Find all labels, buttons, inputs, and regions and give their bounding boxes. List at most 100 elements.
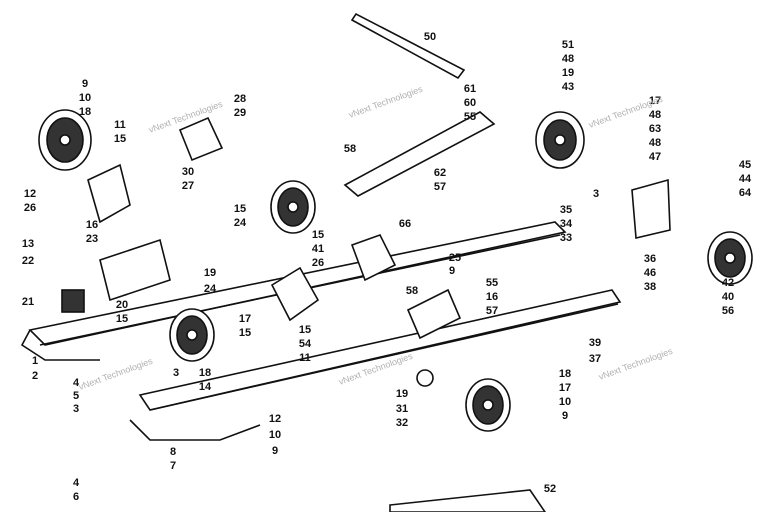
part-19-lower: [416, 369, 434, 387]
callout-17: 17: [559, 382, 571, 394]
callout-44: 44: [739, 173, 752, 185]
callout-26: 26: [312, 257, 324, 269]
callout-16: 16: [486, 291, 498, 303]
diagram-artwork: [20, 12, 753, 512]
right-rail: [138, 289, 622, 411]
callout-63: 63: [649, 123, 661, 135]
callout-4: 4: [73, 477, 80, 489]
part-52: [389, 489, 546, 512]
callout-21: 21: [22, 296, 34, 308]
callout-55: 55: [464, 111, 476, 123]
watermark-text: vNext Technologies: [347, 84, 424, 120]
callout-15: 15: [116, 313, 128, 325]
callout-16: 16: [86, 219, 98, 231]
callout-45: 45: [739, 159, 751, 171]
callout-14: 14: [199, 381, 212, 393]
bracket-26: [270, 266, 320, 322]
callout-10: 10: [79, 92, 91, 104]
callout-15: 15: [239, 327, 251, 339]
callout-12: 12: [24, 188, 36, 200]
callout-15: 15: [312, 229, 324, 241]
arm-55: [343, 111, 496, 197]
callout-11: 11: [114, 119, 126, 131]
callout-51: 51: [562, 39, 574, 51]
watermark-text: vNext Technologies: [77, 356, 154, 392]
callout-19: 19: [562, 67, 574, 79]
bracket-23: [99, 238, 171, 302]
callout-9: 9: [562, 410, 568, 422]
callout-61: 61: [464, 83, 476, 95]
callout-18: 18: [79, 106, 91, 118]
callout-66: 66: [399, 218, 411, 230]
callout-26: 26: [24, 202, 36, 214]
shaft-50: [350, 12, 466, 80]
callout-24: 24: [234, 217, 247, 229]
bracket-45: [631, 178, 671, 239]
wheel-top-left: [38, 109, 92, 171]
callout-58: 58: [406, 285, 418, 297]
watermark-text: vNext Technologies: [597, 346, 674, 382]
callout-19: 19: [204, 267, 216, 279]
callout-11: 11: [299, 352, 311, 364]
callout-2: 2: [32, 370, 38, 382]
callout-9: 9: [449, 265, 455, 277]
callout-18: 18: [199, 367, 211, 379]
callout-56: 56: [722, 305, 734, 317]
callout-60: 60: [464, 97, 476, 109]
callout-57: 57: [434, 181, 446, 193]
callout-22: 22: [22, 255, 34, 267]
callout-15: 15: [114, 133, 126, 145]
callout-19: 19: [396, 388, 408, 400]
callout-10: 10: [559, 396, 571, 408]
callout-12: 12: [269, 413, 281, 425]
callout-50: 50: [424, 31, 436, 43]
callout-3: 3: [73, 403, 79, 415]
callout-55: 55: [486, 277, 498, 289]
callout-47: 47: [649, 151, 661, 163]
callout-46: 46: [644, 267, 656, 279]
callout-31: 31: [396, 403, 408, 415]
callout-39: 39: [589, 337, 601, 349]
callout-15: 15: [299, 324, 311, 336]
callout-32: 32: [396, 417, 408, 429]
callout-30: 30: [182, 166, 194, 178]
callout-28: 28: [234, 93, 246, 105]
callout-40: 40: [722, 291, 734, 303]
callout-27: 27: [182, 180, 194, 192]
callout-9: 9: [82, 78, 88, 90]
wheel-mid: [270, 180, 316, 234]
callout-36: 36: [644, 253, 656, 265]
callout-1: 1: [32, 355, 38, 367]
bracket-16: [87, 163, 131, 224]
callout-10: 10: [269, 429, 281, 441]
callout-58: 58: [344, 143, 356, 155]
callout-17: 17: [239, 313, 251, 325]
callout-34: 34: [560, 218, 573, 230]
callout-48: 48: [562, 53, 574, 65]
callout-20: 20: [116, 299, 128, 311]
callout-38: 38: [644, 281, 656, 293]
block-55-lower: [406, 288, 462, 340]
bracket-28: [178, 116, 224, 162]
callout-23: 23: [86, 233, 98, 245]
callout-4: 4: [73, 377, 80, 389]
bracket-41: [350, 234, 397, 282]
callout-25: 25: [449, 252, 461, 264]
callout-37: 37: [589, 353, 601, 365]
callout-35: 35: [560, 204, 572, 216]
callout-13: 13: [22, 238, 34, 250]
callout-64: 64: [739, 187, 752, 199]
callout-17: 17: [649, 95, 661, 107]
callout-9: 9: [272, 445, 278, 457]
callout-7: 7: [170, 460, 176, 472]
callout-15: 15: [234, 203, 246, 215]
callout-54: 54: [299, 338, 312, 350]
ski-tip-left: [20, 329, 100, 361]
callout-18: 18: [559, 368, 571, 380]
callout-41: 41: [312, 243, 324, 255]
callout-3: 3: [173, 367, 179, 379]
callout-48: 48: [649, 109, 661, 121]
callout-52: 52: [544, 483, 556, 495]
wheel-lower-right: [465, 378, 511, 432]
